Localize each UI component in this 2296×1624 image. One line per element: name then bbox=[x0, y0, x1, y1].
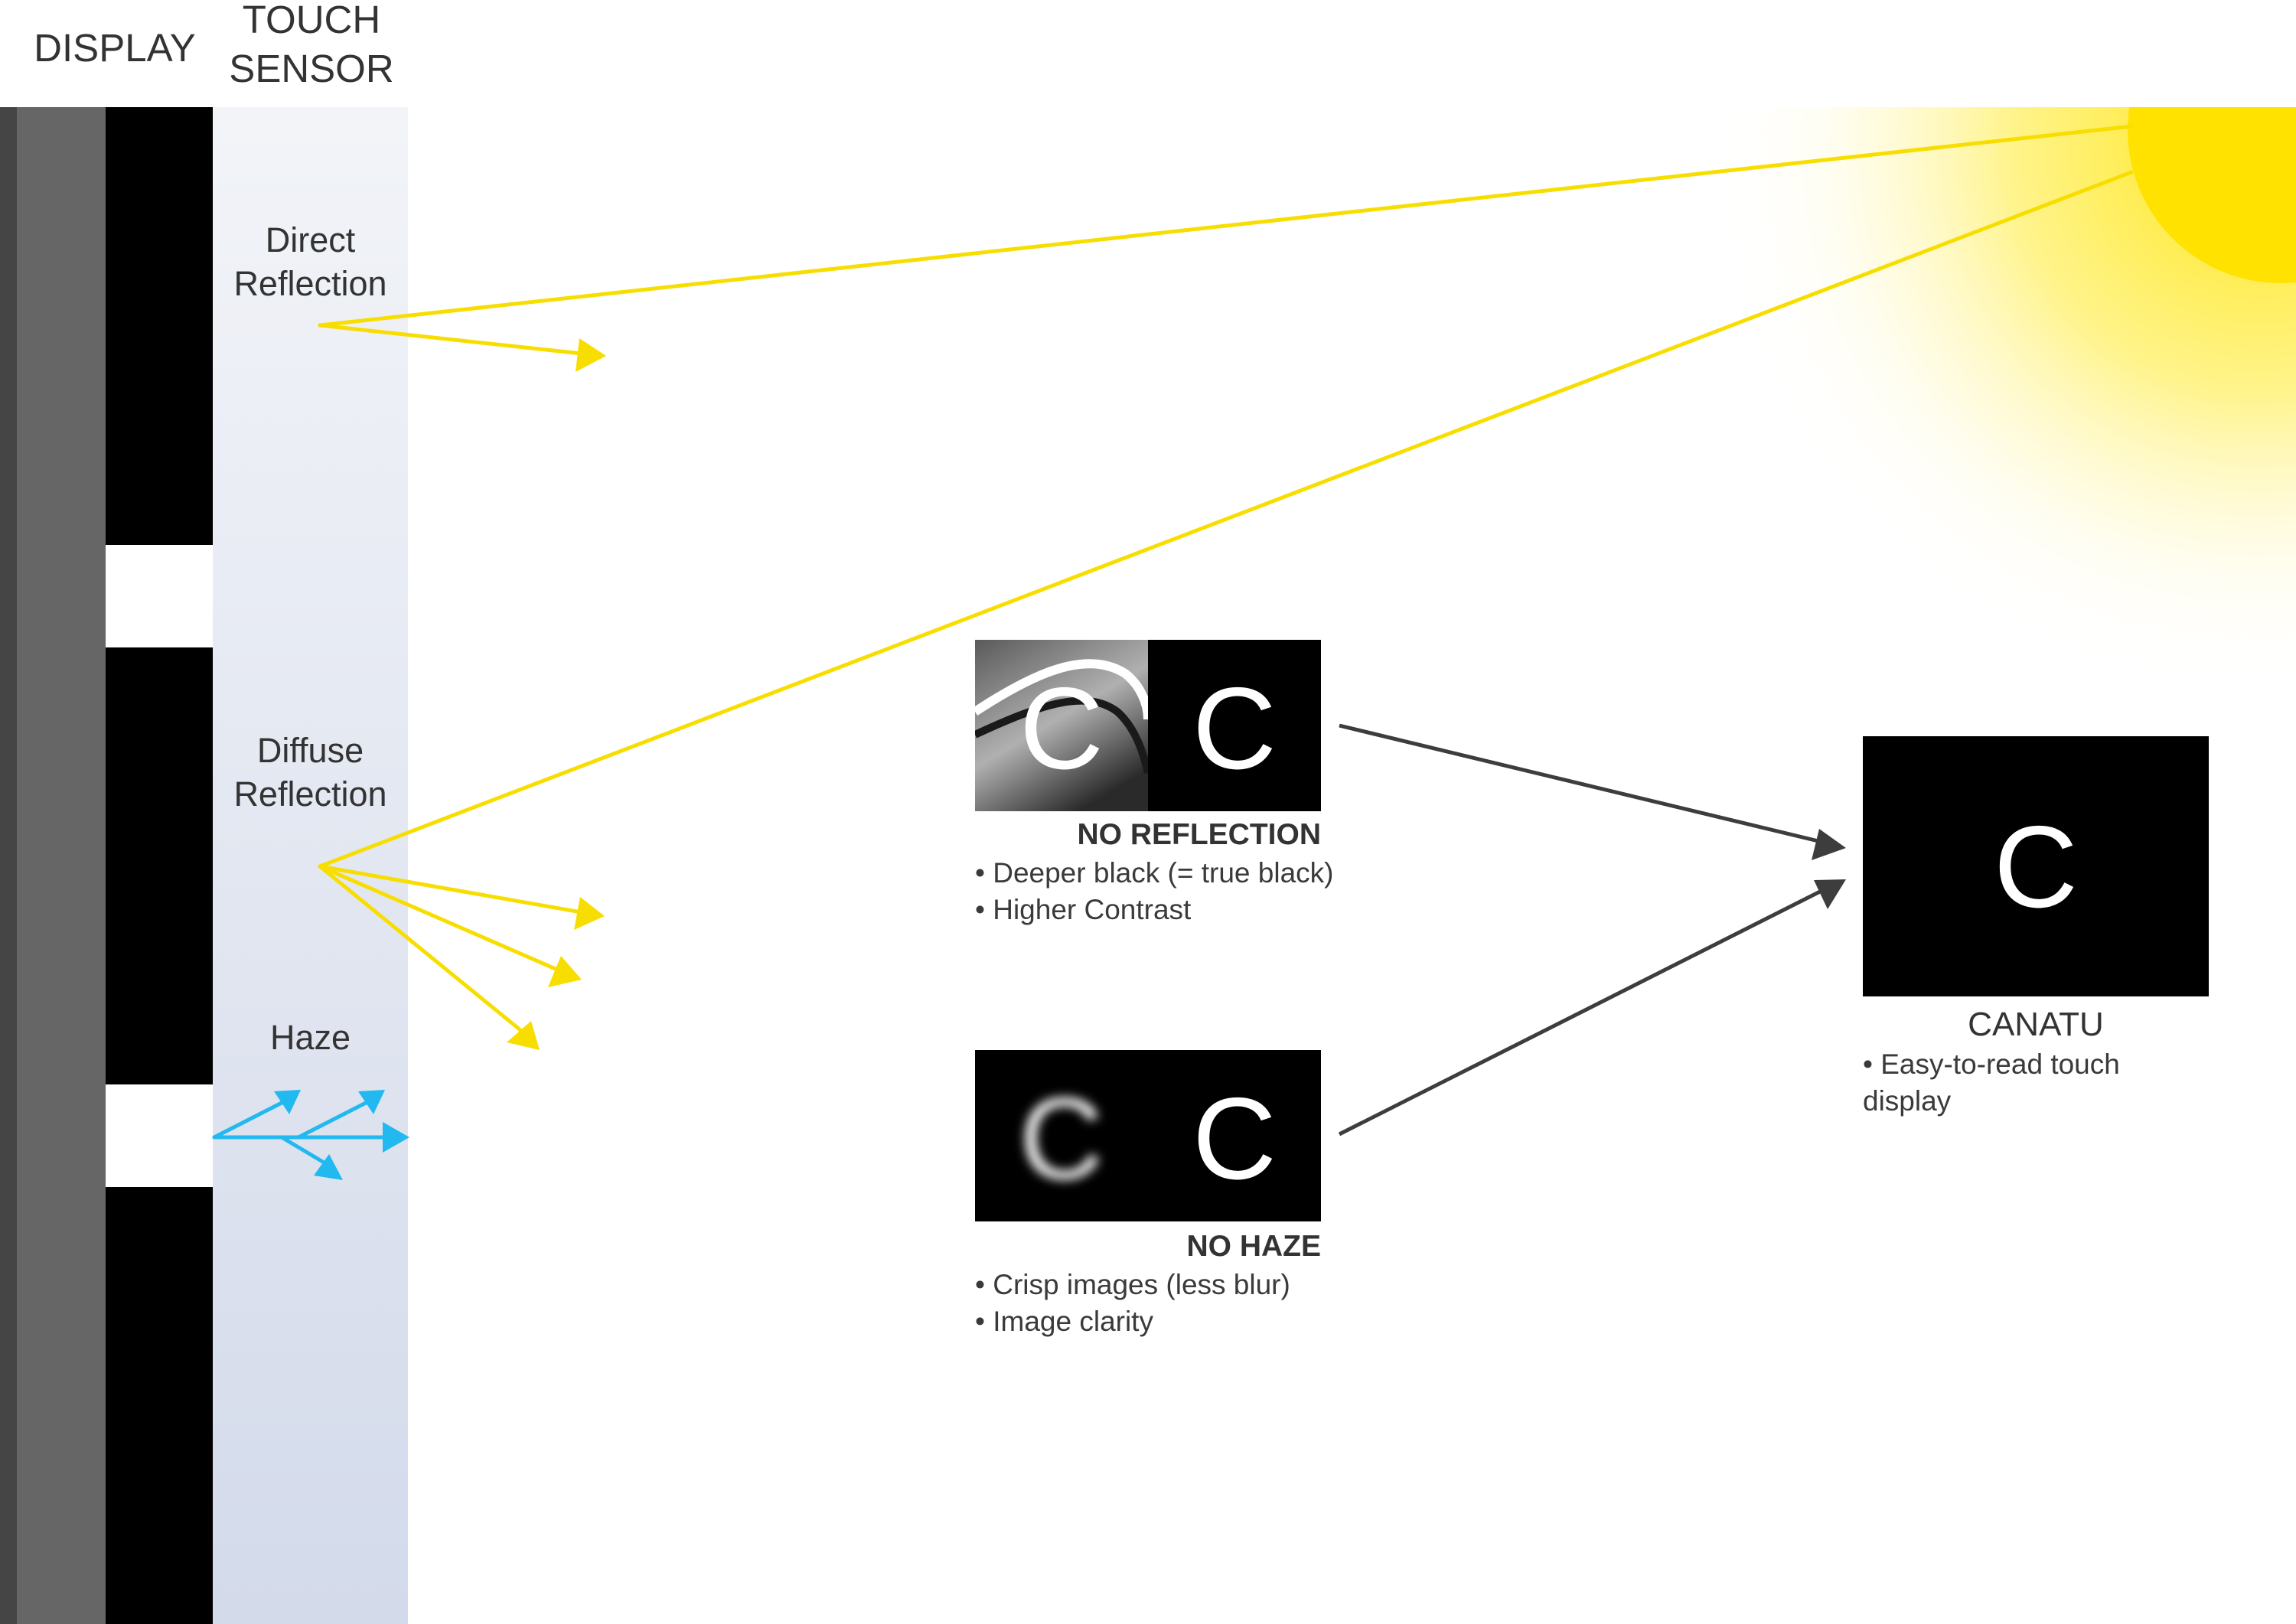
canatu-screen bbox=[1863, 736, 2209, 996]
haze-ray-2 bbox=[296, 1100, 370, 1140]
display-stack bbox=[0, 107, 408, 1624]
no-haze-bullet-2: • Image clarity bbox=[975, 1306, 1153, 1337]
arrow-icon bbox=[507, 1021, 540, 1050]
diffuse-ray-1 bbox=[318, 864, 588, 915]
sun-core bbox=[2128, 107, 2296, 283]
glare-streak bbox=[975, 659, 1148, 720]
arrow-icon bbox=[574, 897, 605, 930]
incident-ray-direct bbox=[318, 124, 2134, 328]
display-gap-lower bbox=[106, 1084, 213, 1187]
arrow-icon bbox=[548, 956, 582, 987]
no-haze-panel: C C bbox=[975, 1050, 1321, 1221]
arrow-icon bbox=[1814, 879, 1846, 909]
sun-icon bbox=[1707, 107, 2296, 696]
arrow-icon bbox=[314, 1154, 343, 1180]
no-reflection-bullet-1: • Deeper black (= true black) bbox=[975, 857, 1334, 889]
reflection-glyph-after: C bbox=[1192, 664, 1277, 794]
canatu-glyph: C bbox=[1994, 802, 2078, 932]
haze-glyph-blurred: C bbox=[1019, 1074, 1104, 1204]
connector-no-reflection bbox=[1339, 723, 1822, 844]
display-mid-layer bbox=[17, 107, 106, 1624]
diffuse-ray-3 bbox=[318, 864, 527, 1035]
connector-arrows bbox=[1338, 723, 1823, 1136]
canatu-bullet-1: • Easy-to-read touch display bbox=[1863, 1048, 2120, 1117]
direct-reflection-label: Direct Reflection bbox=[233, 220, 387, 303]
light-ray-arrowheads bbox=[507, 338, 606, 1050]
no-reflection-title: NO REFLECTION bbox=[1077, 818, 1322, 851]
arrow-icon bbox=[383, 1122, 409, 1153]
haze-glyph-crisp: C bbox=[1192, 1074, 1277, 1204]
arrow-icon bbox=[1812, 829, 1846, 860]
arrow-icon bbox=[274, 1090, 301, 1114]
canatu-title: CANATU bbox=[1968, 1006, 2104, 1043]
haze-arrowheads bbox=[274, 1090, 409, 1180]
glare-shadow bbox=[975, 696, 1148, 774]
no-reflection-bullet-2: • Higher Contrast bbox=[975, 894, 1192, 925]
light-rays bbox=[318, 124, 2134, 1035]
canatu-panel: C bbox=[1863, 736, 2209, 996]
no-reflection-panel: C C bbox=[975, 640, 1321, 811]
display-panel bbox=[106, 107, 213, 1624]
haze-ray-1 bbox=[212, 1100, 285, 1140]
touch-sensor-layer bbox=[213, 107, 408, 1624]
haze-rays bbox=[212, 1100, 389, 1166]
haze-label: Haze bbox=[269, 1018, 351, 1057]
touch-sensor-header: TOUCH SENSOR bbox=[229, 0, 394, 90]
diffuse-reflection-label: Diffuse Reflection bbox=[233, 731, 387, 814]
display-back-layer bbox=[0, 107, 17, 1624]
display-header: DISPLAY bbox=[34, 26, 196, 70]
incident-ray-diffuse bbox=[318, 170, 2134, 869]
reflection-sample-clear bbox=[1148, 640, 1321, 811]
display-gap-upper bbox=[106, 545, 213, 647]
arrow-icon bbox=[576, 338, 606, 372]
no-haze-title: NO HAZE bbox=[1186, 1230, 1322, 1263]
diffuse-ray-2 bbox=[318, 864, 565, 974]
arrow-icon bbox=[358, 1090, 385, 1114]
reflection-glyph-before: C bbox=[1019, 664, 1104, 794]
sun-glow bbox=[1707, 107, 2296, 696]
haze-sample-bg bbox=[975, 1050, 1321, 1221]
no-haze-bullet-1: • Crisp images (less blur) bbox=[975, 1269, 1290, 1300]
haze-ray-3 bbox=[279, 1135, 328, 1166]
connector-arrowheads bbox=[1812, 829, 1846, 909]
direct-reflection-ray bbox=[318, 323, 584, 356]
connector-no-haze bbox=[1338, 889, 1823, 1136]
